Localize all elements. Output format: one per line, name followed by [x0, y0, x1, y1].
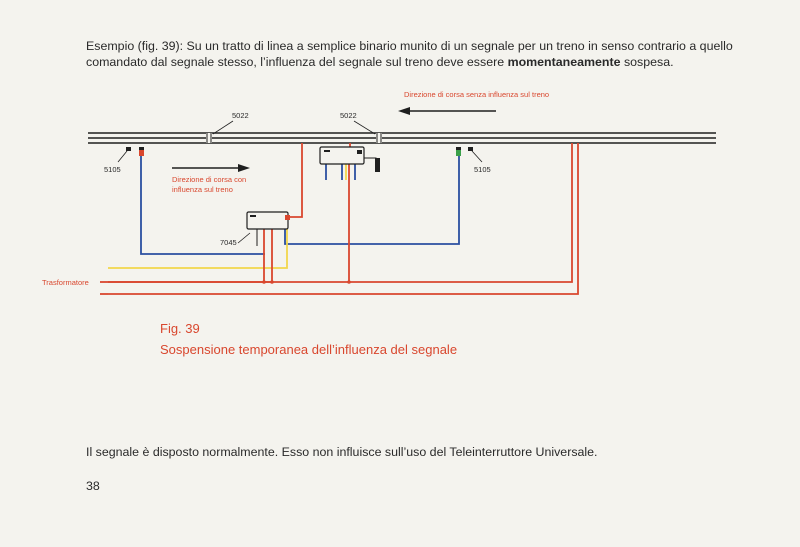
figure-title: Sospensione temporanea dell’influenza de…	[160, 342, 458, 357]
intro-text-after: sospesa.	[620, 55, 674, 69]
red-wires	[108, 143, 579, 295]
label-7045: 7045	[220, 238, 237, 247]
figure-number: Fig. 39	[160, 321, 200, 336]
contact-5022-right	[353, 120, 382, 143]
relay-box-upper	[319, 146, 380, 172]
label-5022-left: 5022	[232, 111, 249, 120]
figure-caption: Fig. 39 Sospensione temporanea dell’infl…	[160, 318, 457, 360]
switch-7045	[237, 211, 290, 246]
label-direction-influence-line1: Direzione di corsa con	[172, 175, 246, 184]
intro-bold-word: momentaneamente	[507, 55, 621, 69]
label-5105-right: 5105	[474, 165, 491, 174]
direction-arrow-left-to-right	[172, 164, 250, 172]
label-transformer: Trasformatore	[42, 278, 89, 287]
track	[88, 132, 716, 144]
yellow-wires	[108, 164, 347, 269]
signal-5105-right	[456, 147, 483, 163]
label-direction-influence-line2: influenza sul treno	[172, 185, 233, 194]
label-5022-right: 5022	[340, 111, 357, 120]
label-direction-no-influence: Direzione di corsa senza influenza sul t…	[404, 90, 549, 99]
signal-5105-left	[117, 147, 144, 163]
label-5105-left: 5105	[104, 165, 121, 174]
blue-wires	[140, 156, 460, 255]
contact-5022-left	[206, 120, 234, 143]
intro-paragraph: Esempio (fig. 39): Su un tratto di linea…	[86, 38, 746, 70]
intro-text-before: Esempio (fig. 39): Su un tratto di linea…	[86, 39, 733, 69]
direction-arrow-right-to-left	[398, 107, 496, 115]
note-paragraph: Il segnale è disposto normalmente. Esso …	[86, 445, 598, 459]
transformer-connection	[100, 281, 108, 295]
page-number: 38	[86, 479, 100, 493]
